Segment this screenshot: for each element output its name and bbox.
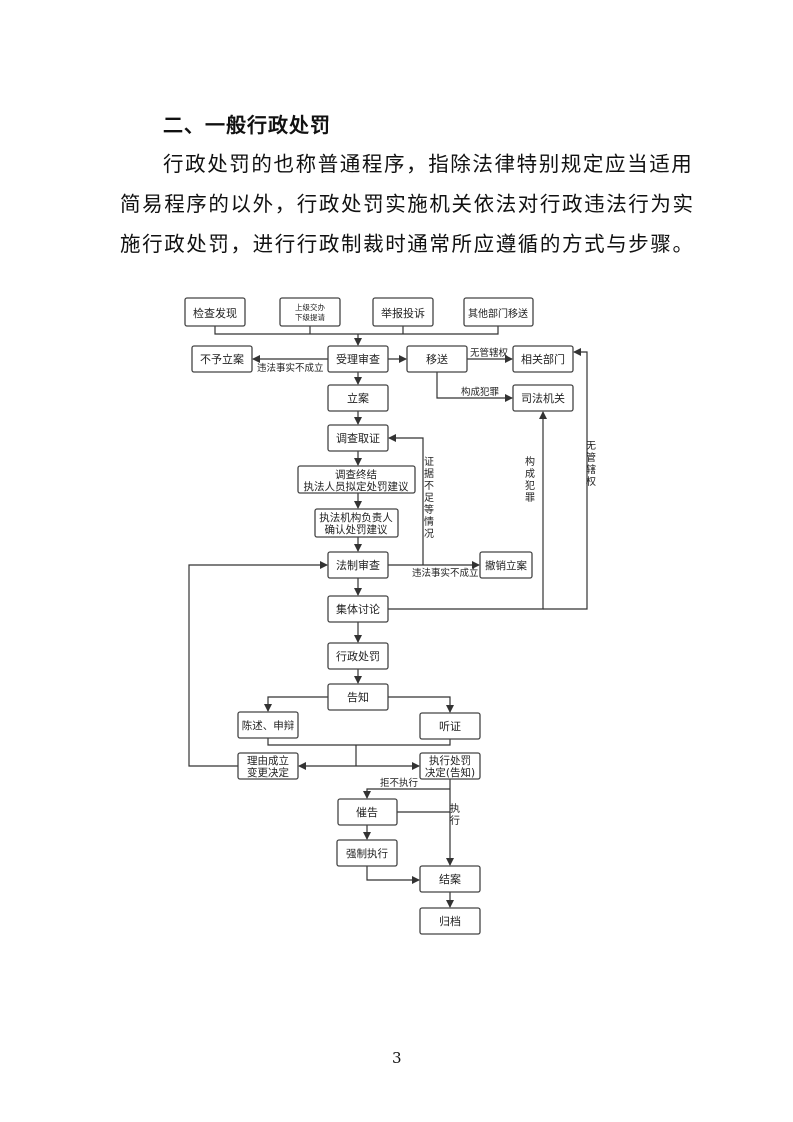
box-close-case: 结案	[419, 865, 481, 893]
connectors	[188, 326, 588, 908]
svg-text:检查发现: 检查发现	[193, 306, 237, 320]
label-not-established: 违法事实不成立	[257, 362, 324, 374]
svg-text:立案: 立案	[347, 391, 369, 405]
svg-text:调查取证: 调查取证	[336, 431, 380, 445]
label-crime-vertical: 构成犯罪	[523, 455, 535, 504]
svg-text:决定(告知): 决定(告知)	[425, 766, 475, 779]
box-no-case: 不予立案	[191, 345, 253, 373]
svg-text:集体讨论: 集体讨论	[336, 602, 380, 616]
svg-text:其他部门移送: 其他部门移送	[468, 307, 528, 320]
box-group-discussion: 集体讨论	[327, 595, 389, 623]
svg-text:执法人员拟定处罚建议: 执法人员拟定处罚建议	[304, 480, 409, 493]
label-crime: 构成犯罪	[461, 386, 500, 398]
box-statement-defense: 陈述、申辩	[237, 711, 299, 739]
label-no-jurisdiction-vertical: 无管辖权	[584, 440, 596, 488]
svg-text:不予立案: 不予立案	[200, 352, 244, 366]
svg-text:行政处罚: 行政处罚	[336, 649, 380, 663]
box-related-dept: 相关部门	[512, 345, 574, 373]
paragraph-line: 简易程序的以外，行政处罚实施机关依法对行政违法行为实	[120, 192, 695, 216]
label-not-established-2: 违法事实不成立	[412, 567, 479, 579]
svg-text:下级提请: 下级提请	[295, 312, 325, 322]
svg-text:撤销立案: 撤销立案	[485, 559, 527, 572]
svg-text:陈述、申辩: 陈述、申辩	[242, 719, 295, 732]
label-refuse: 拒不执行	[380, 777, 419, 789]
svg-text:执法机构负责人: 执法机构负责人	[319, 511, 393, 524]
svg-text:执行处罚: 执行处罚	[429, 754, 471, 767]
svg-text:上级交办: 上级交办	[295, 302, 325, 312]
svg-text:催告: 催告	[356, 805, 378, 819]
svg-text:法制审查: 法制审查	[336, 558, 380, 572]
page-number: 3	[392, 1049, 402, 1067]
box-other-dept-transfer: 其他部门移送	[463, 297, 534, 327]
box-notify: 告知	[327, 683, 389, 711]
svg-text:调查终结: 调查终结	[335, 468, 377, 481]
label-no-jurisdiction: 无管辖权	[470, 347, 509, 359]
paragraph-line: 行政处罚的也称普通程序，指除法律特别规定应当适用	[163, 152, 694, 176]
box-accept-review: 受理审查	[327, 345, 389, 373]
svg-text:移送: 移送	[426, 352, 448, 366]
box-report-complaint: 举报投诉	[372, 297, 434, 327]
paragraph-line: 施行政处罚，进行行政制裁时通常所应遵循的方式与步骤。	[120, 232, 695, 256]
box-admin-penalty: 行政处罚	[327, 642, 389, 670]
box-revoke-case: 撤销立案	[479, 551, 533, 579]
svg-text:结案: 结案	[439, 872, 461, 886]
label-execute: 执行	[448, 802, 460, 827]
box-urge: 催告	[337, 798, 398, 826]
svg-text:确认处罚建议: 确认处罚建议	[325, 523, 388, 536]
box-judicial: 司法机关	[512, 384, 574, 412]
label-insufficient-evidence: 证据不足等情况	[422, 456, 434, 540]
box-investigate: 调查取证	[327, 424, 389, 452]
section-heading: 二、一般行政处罚	[163, 113, 331, 137]
svg-text:强制执行: 强制执行	[346, 847, 388, 860]
box-archive: 归档	[419, 907, 481, 935]
box-file-case: 立案	[327, 384, 389, 412]
svg-text:司法机关: 司法机关	[521, 391, 565, 405]
box-transfer: 移送	[406, 345, 468, 373]
svg-text:归档: 归档	[439, 914, 461, 928]
svg-text:听证: 听证	[439, 720, 461, 733]
svg-text:相关部门: 相关部门	[521, 352, 565, 366]
box-enforce: 强制执行	[336, 839, 398, 867]
box-legal-review: 法制审查	[327, 551, 389, 579]
svg-text:理由成立: 理由成立	[247, 754, 289, 767]
svg-text:举报投诉: 举报投诉	[381, 306, 425, 320]
body-paragraph: 行政处罚的也称普通程序，指除法律特别规定应当适用 简易程序的以外，行政处罚实施机…	[120, 144, 695, 264]
box-inspection: 检查发现	[184, 297, 246, 327]
svg-text:告知: 告知	[347, 690, 369, 704]
svg-text:受理审查: 受理审查	[336, 352, 380, 366]
box-hearing: 听证	[419, 712, 481, 740]
svg-text:变更决定: 变更决定	[247, 766, 289, 779]
